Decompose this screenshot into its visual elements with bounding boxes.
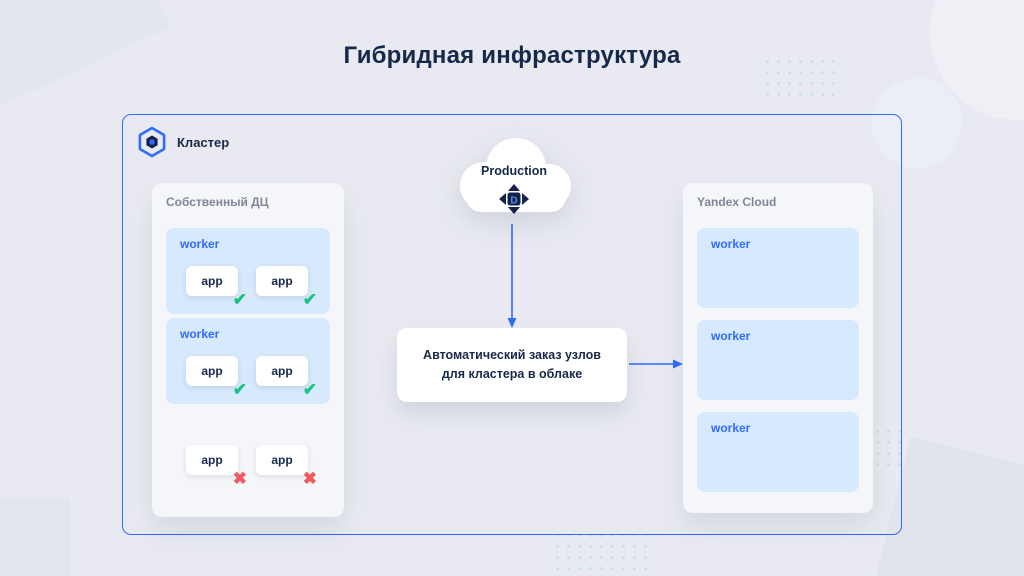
decor-shape bbox=[0, 498, 70, 576]
decor-dot-grid bbox=[552, 530, 648, 576]
app-box: app ✔ bbox=[256, 266, 317, 308]
automation-box: Автоматический заказ узлов для кластера … bbox=[397, 328, 627, 402]
worker-card: worker bbox=[697, 412, 859, 492]
app-box-failed: app ✖ bbox=[256, 445, 317, 487]
app-label: app bbox=[201, 453, 223, 467]
own-dc-panel: Собственный ДЦ worker app ✔ app ✔ worker… bbox=[152, 183, 344, 517]
own-dc-title: Собственный ДЦ bbox=[166, 195, 269, 209]
check-icon: ✔ bbox=[302, 380, 317, 399]
check-icon: ✔ bbox=[302, 290, 317, 309]
worker-card: worker app ✔ app ✔ bbox=[166, 228, 330, 314]
app-box: app ✔ bbox=[186, 266, 247, 308]
worker-label: worker bbox=[711, 237, 751, 251]
page-title: Гибридная инфраструктура bbox=[343, 42, 681, 69]
check-icon: ✔ bbox=[232, 380, 247, 399]
app-label: app bbox=[271, 453, 293, 467]
worker-card: worker bbox=[697, 228, 859, 308]
production-cloud: Production D bbox=[448, 130, 580, 225]
production-label: Production bbox=[481, 164, 547, 178]
yandex-cloud-title: Yandex Cloud bbox=[697, 195, 777, 209]
arrow-right bbox=[629, 359, 683, 369]
app-box: app ✔ bbox=[186, 356, 247, 398]
worker-card: worker app ✔ app ✔ bbox=[166, 318, 330, 404]
app-box-failed: app ✖ bbox=[186, 445, 247, 487]
app-box: app ✔ bbox=[256, 356, 317, 398]
worker-label: worker bbox=[180, 327, 220, 341]
yandex-cloud-panel: Yandex Cloud worker worker worker bbox=[683, 183, 873, 513]
cross-icon: ✖ bbox=[302, 469, 317, 488]
cluster-label: Кластер bbox=[177, 134, 230, 150]
worker-label: worker bbox=[180, 237, 220, 251]
cluster-icon bbox=[138, 126, 166, 158]
app-label: app bbox=[271, 364, 293, 378]
cluster-header: Кластер bbox=[136, 126, 229, 158]
cross-icon: ✖ bbox=[232, 469, 247, 488]
app-label: app bbox=[201, 364, 223, 378]
cluster-boundary bbox=[122, 114, 902, 535]
worker-label: worker bbox=[711, 421, 751, 435]
automation-text: Автоматический заказ узлов для кластера … bbox=[423, 347, 601, 381]
deckhouse-icon: D bbox=[499, 184, 529, 214]
worker-card: worker bbox=[697, 320, 859, 400]
app-label: app bbox=[201, 274, 223, 288]
check-icon: ✔ bbox=[232, 290, 247, 309]
worker-label: worker bbox=[711, 329, 751, 343]
arrow-down bbox=[507, 224, 517, 328]
app-label: app bbox=[271, 274, 293, 288]
svg-text:D: D bbox=[510, 195, 517, 206]
